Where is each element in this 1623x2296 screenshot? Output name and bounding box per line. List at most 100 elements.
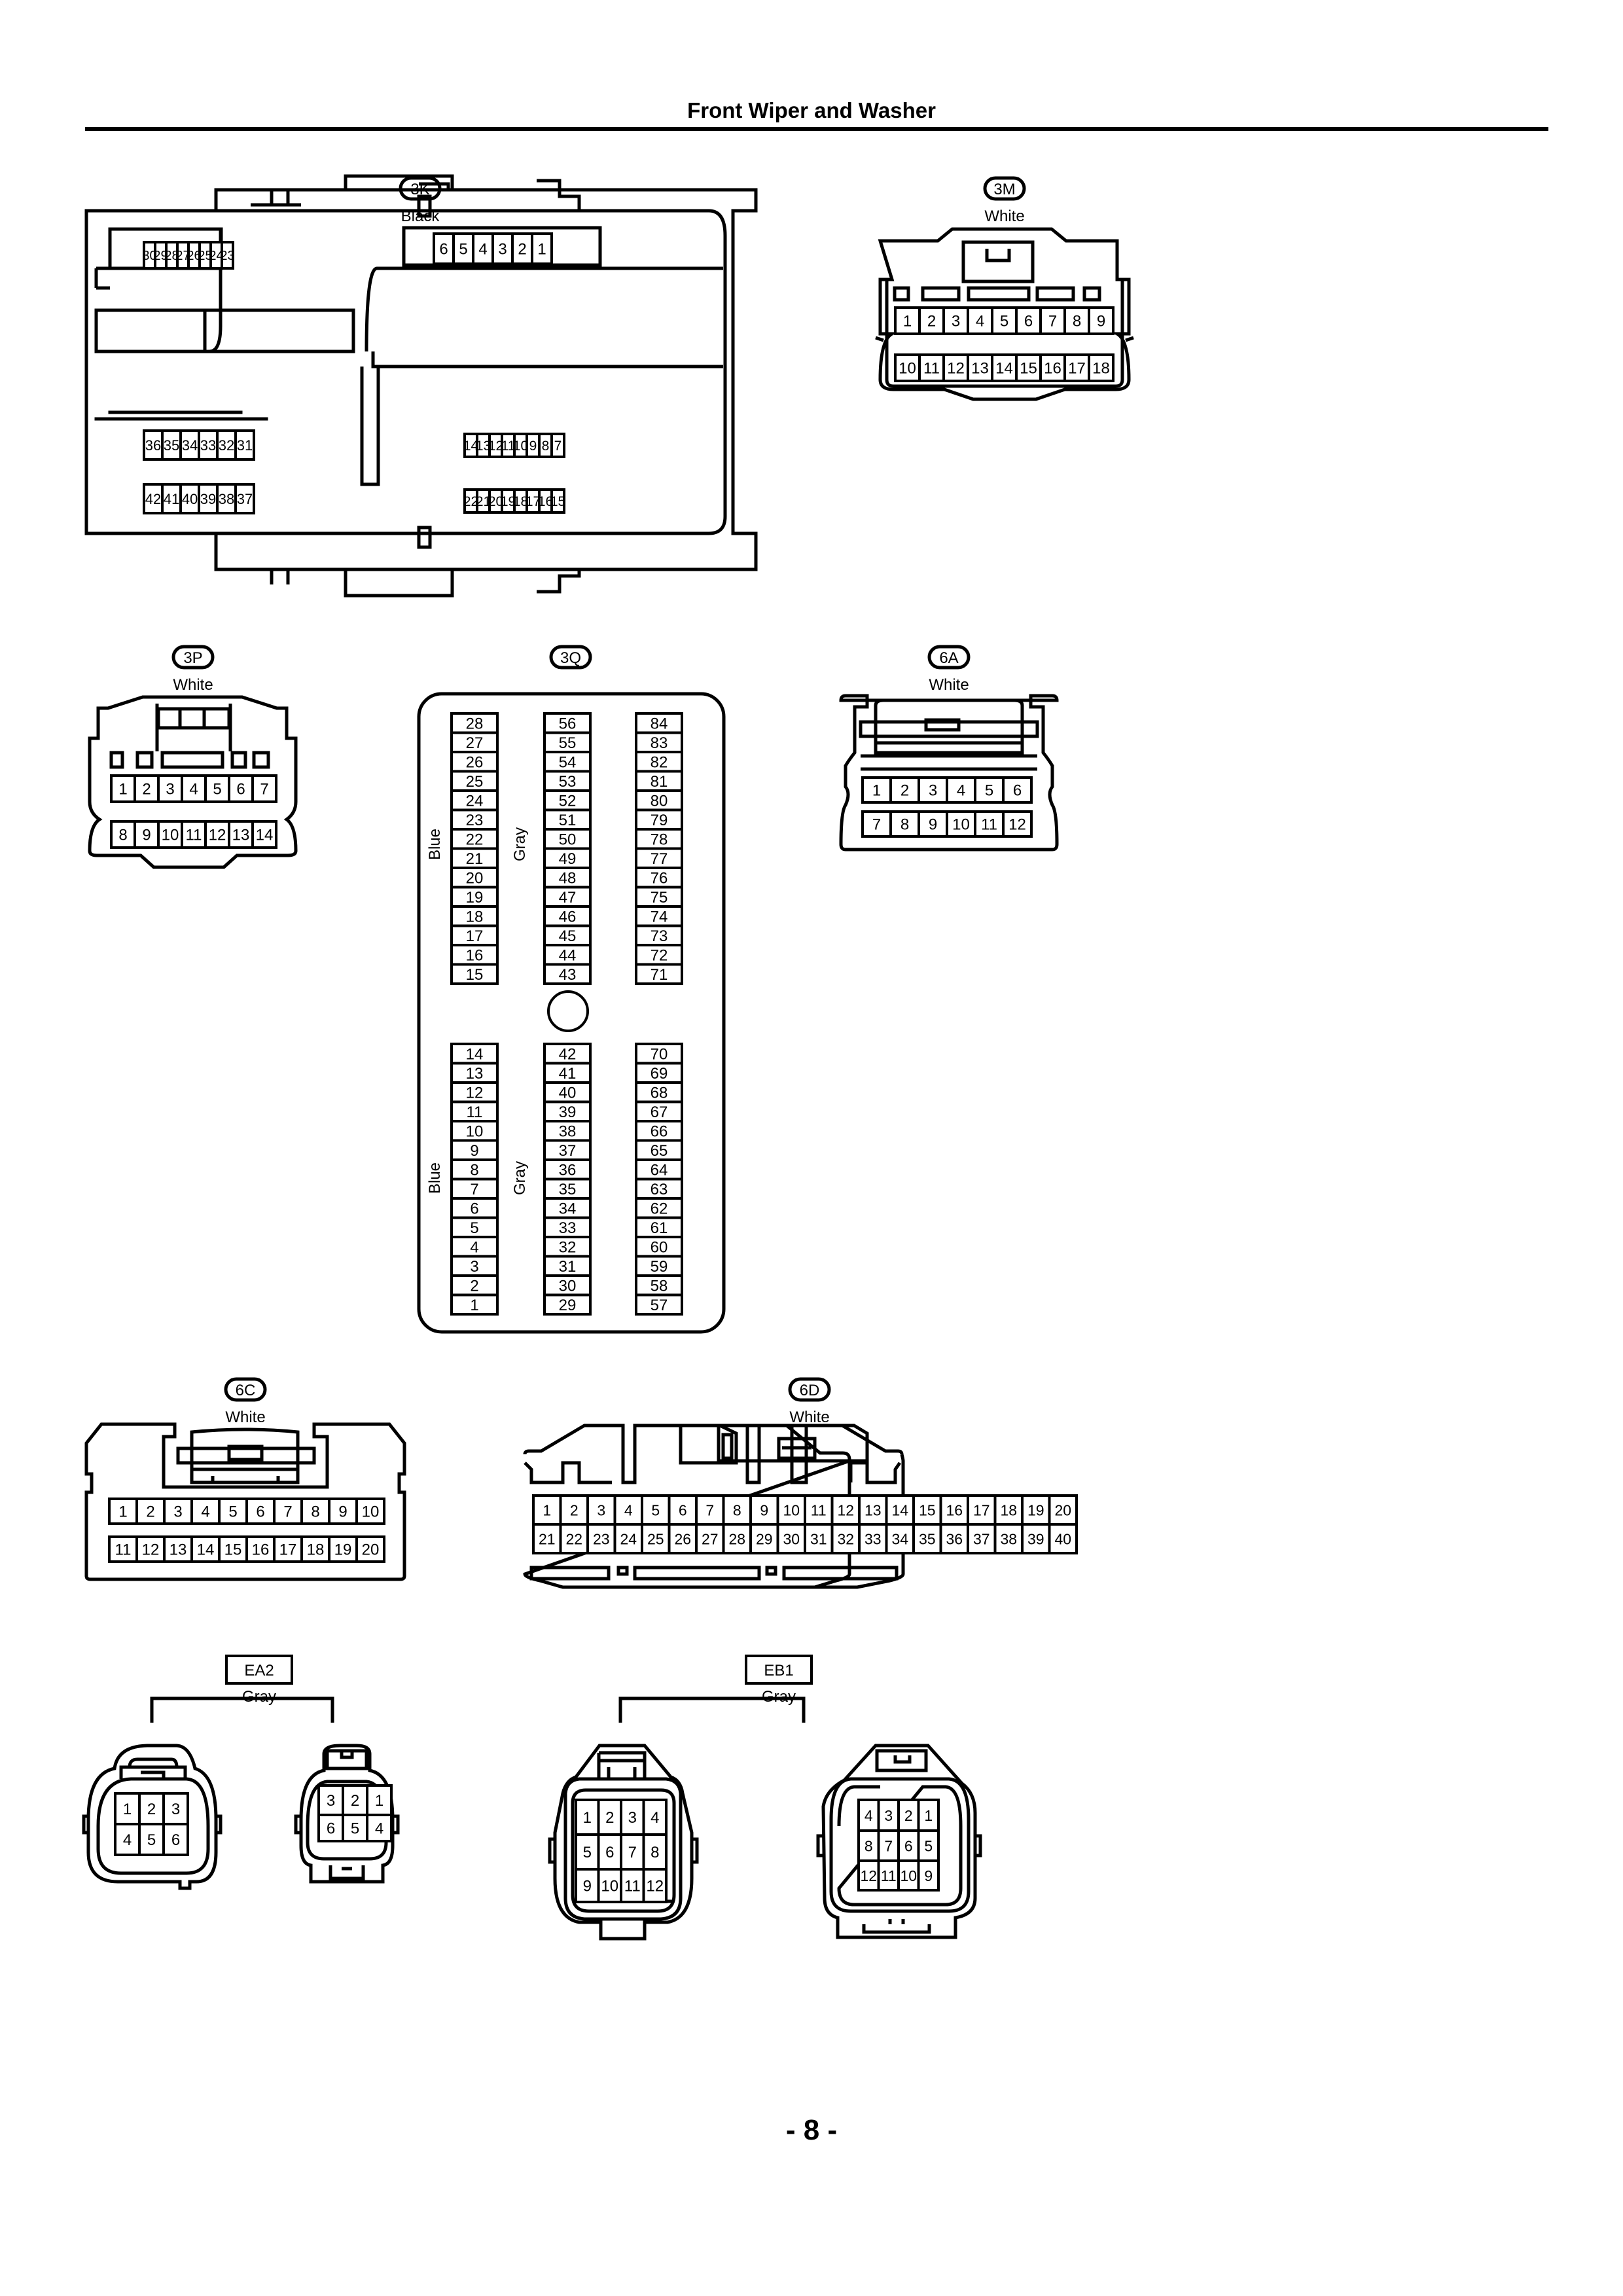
left-channel	[94, 308, 355, 353]
pin-number: 9	[1097, 313, 1105, 331]
connector-color: White	[984, 207, 1024, 225]
pin-number: 4	[201, 1503, 209, 1521]
pin-number: 32	[219, 437, 234, 454]
pin-number: 8	[118, 827, 127, 844]
pin-number: 11	[624, 1878, 641, 1895]
pin-number: 74	[651, 908, 668, 925]
pin-number: 36	[145, 437, 161, 454]
bottom-key	[537, 569, 581, 594]
pin-cell	[450, 1100, 499, 1122]
pin-number: 15	[466, 966, 484, 984]
pin-cell	[894, 353, 921, 382]
pin-number: 1	[583, 1809, 592, 1827]
pin-number: 3	[884, 1807, 893, 1824]
pin-cell	[190, 1535, 221, 1563]
pin-number: 8	[542, 439, 550, 454]
pin-cell	[635, 1216, 683, 1238]
pin-cell	[889, 810, 920, 838]
pin-cell	[722, 1523, 752, 1554]
pin-number: 8	[901, 816, 909, 834]
pin-number: 5	[651, 1501, 660, 1518]
pin-number: 2	[901, 782, 909, 800]
pin-number: 14	[463, 439, 479, 454]
pin-cell	[543, 1274, 592, 1297]
pin-number: 1	[924, 1807, 933, 1824]
pin-number: 4	[189, 781, 198, 798]
pin-number: 69	[651, 1065, 668, 1083]
side-label-gray-upper: Gray	[511, 827, 529, 861]
connector-id: 6C	[236, 1382, 256, 1399]
pin-cell	[642, 1868, 668, 1903]
pin-number: 19	[334, 1541, 352, 1559]
pin-number: 20	[466, 869, 484, 887]
connector-id: EB1	[764, 1662, 793, 1679]
pin-number: 8	[311, 1503, 319, 1521]
pin-cell	[366, 1784, 393, 1816]
pin-number: 27	[702, 1530, 719, 1547]
pin-cell	[1048, 1523, 1078, 1554]
pin-number: 37	[237, 491, 253, 507]
pin-number: 19	[1027, 1501, 1044, 1518]
pin-cell	[641, 1494, 671, 1526]
pin-number: 39	[200, 491, 216, 507]
pin-cell	[450, 905, 499, 927]
pin-cell	[635, 944, 683, 966]
pin-number: 83	[651, 734, 668, 752]
pin-number: 33	[200, 437, 216, 454]
connector-id-oval	[983, 176, 1026, 201]
top-key	[537, 179, 581, 211]
pin-number: 3	[171, 1801, 180, 1818]
pin-cell	[635, 1293, 683, 1316]
pin-number: 3	[327, 1792, 335, 1810]
pin-number: 21	[466, 850, 484, 868]
pin-number: 35	[919, 1530, 936, 1547]
top-lock-ribs	[251, 190, 301, 207]
side-ribs	[816, 1834, 982, 1934]
pin-number: 20	[1054, 1501, 1071, 1518]
pin-number: 62	[651, 1200, 668, 1217]
pin-number: 33	[865, 1530, 882, 1547]
lock-body	[679, 1424, 738, 1465]
pin-cell	[134, 774, 160, 803]
pin-number: 3	[597, 1501, 605, 1518]
pin-number: 17	[973, 1501, 990, 1518]
pin-number: 5	[459, 241, 467, 259]
pin-number: 20	[362, 1541, 380, 1559]
bottom-latch	[344, 567, 454, 598]
pin-number: 12	[1008, 816, 1026, 834]
pin-number: 1	[543, 1501, 551, 1518]
pin-number: 29	[153, 249, 168, 263]
connector-housing	[84, 174, 758, 598]
pin-cell	[974, 776, 1005, 804]
pin-cell	[355, 1498, 385, 1525]
bottom-lock-ribs	[251, 567, 301, 584]
pin-cell	[917, 1799, 940, 1832]
pin-number: 10	[900, 1867, 917, 1884]
pin-number: 14	[995, 360, 1013, 378]
pin-number: 71	[651, 966, 668, 984]
pin-number: 10	[783, 1501, 800, 1518]
pin-number: 10	[466, 1122, 484, 1140]
keyway-slots	[109, 751, 270, 769]
pin-number: 5	[985, 782, 993, 800]
pin-number: 80	[651, 792, 668, 810]
pin-number: 53	[559, 773, 577, 791]
pin-number: 52	[559, 792, 577, 810]
pin-number: 7	[260, 781, 268, 798]
pin-cell	[804, 1494, 834, 1526]
pin-number: 77	[651, 850, 668, 868]
pin-number: 10	[362, 1503, 380, 1521]
connector-id-oval	[549, 645, 592, 670]
pin-number: 58	[651, 1277, 668, 1295]
pin-number: 55	[559, 734, 577, 752]
pin-number: 8	[733, 1501, 741, 1518]
right-keys	[849, 1461, 902, 1484]
pin-number: 10	[162, 827, 179, 844]
